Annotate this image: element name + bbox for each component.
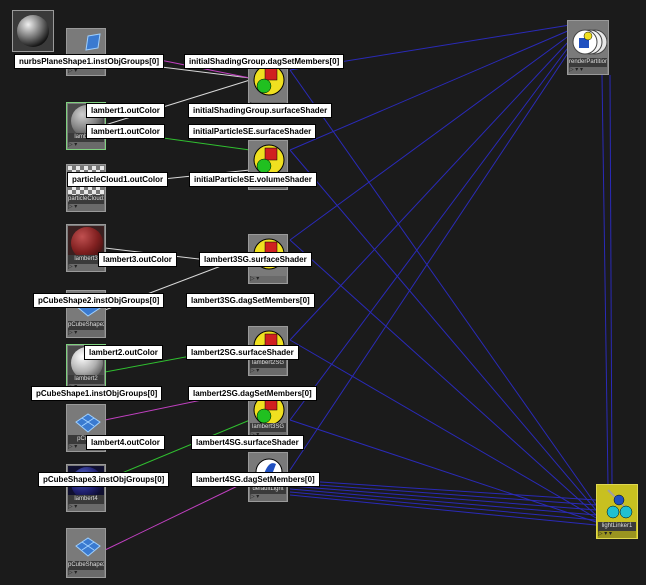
wire	[289, 482, 597, 506]
wire	[601, 74, 609, 486]
light-linker-icon	[606, 489, 633, 519]
connection-label: nurbsPlaneShape1.instObjGroups[0]	[14, 54, 165, 69]
node-label: lambert3	[68, 255, 104, 264]
connection-label: pCubeShape3.instObjGroups[0]	[38, 472, 170, 487]
wire	[289, 239, 597, 516]
node-label: lambert3SG	[250, 423, 286, 432]
node-label: particleCloud1	[68, 195, 104, 204]
node-ports[interactable]: ▷ ▾	[68, 204, 104, 211]
connection-label: initialParticleSE.volumeShader	[189, 172, 317, 187]
node-ports[interactable]: ▷ ▾	[68, 68, 104, 75]
node-ports[interactable]: ▷ ▾	[68, 142, 104, 149]
lambert3-node[interactable]: lambert3 ▷ ▾	[66, 224, 106, 272]
plane-icon	[75, 537, 101, 557]
wire	[289, 419, 597, 523]
connection-label: lambert2.outColor	[84, 345, 163, 360]
node-ports[interactable]: ▷ ▾	[68, 264, 104, 271]
wire	[289, 479, 597, 501]
connection-label: initialShadingGroup.dagSetMembers[0]	[184, 54, 345, 69]
connection-label: lambert1.outColor	[86, 103, 165, 118]
connection-label: lambert4.outColor	[86, 435, 165, 450]
wire	[289, 29, 571, 151]
node-label: lambert2SG	[250, 359, 286, 368]
node-label: pCubeShape2	[68, 321, 104, 330]
wire	[289, 491, 597, 521]
node-label: lambert4	[68, 495, 104, 504]
connection-label: initialParticleSE.surfaceShader	[188, 124, 317, 139]
sphere-swatch-node[interactable]	[12, 10, 54, 52]
node-ports[interactable]: ▷ ▾	[68, 570, 104, 577]
node-ports[interactable]: ▷ ▾ ▾	[598, 531, 636, 538]
plane-icon	[85, 33, 101, 51]
connection-label: pCubeShape1.instObjGroups[0]	[31, 386, 163, 401]
node-ports[interactable]: ▷ ▾	[68, 330, 104, 337]
node-label: defaultLight	[250, 485, 286, 494]
node-ports[interactable]: ▷ ▾	[250, 368, 286, 375]
wire	[289, 149, 597, 511]
sphere-swatch-icon	[71, 227, 103, 259]
sphere-swatch-icon	[17, 15, 49, 47]
wire	[289, 488, 597, 516]
wire	[289, 339, 597, 519]
wire	[289, 44, 571, 421]
wire	[104, 479, 251, 551]
light-linker-node[interactable]: lightLinker1 ▷ ▾ ▾	[596, 484, 638, 539]
wire	[289, 485, 597, 511]
connection-label: lambert1.outColor	[86, 124, 165, 139]
render-partition-icon	[572, 29, 607, 55]
node-label: lightLinker1	[598, 522, 636, 531]
wire	[609, 74, 613, 486]
pcube-shape3-node[interactable]: pCubeShape3 ▷ ▾	[66, 528, 106, 578]
connection-label: lambert3.outColor	[98, 252, 177, 267]
connection-label: lambert4SG.dagSetMembers[0]	[191, 472, 320, 487]
node-ports[interactable]: ▷ ▾	[250, 494, 286, 501]
node-label: renderPartition	[569, 58, 607, 67]
wire	[289, 49, 571, 471]
connection-label: particleCloud1.outColor	[67, 172, 169, 187]
plane-icon	[75, 413, 101, 433]
shading-group-icon	[253, 394, 285, 426]
connection-label: lambert2SG.surfaceShader	[186, 345, 299, 360]
wire	[104, 419, 251, 481]
wire	[289, 494, 597, 526]
render-partition-node[interactable]: renderPartition ▷ ▾ ▾	[567, 20, 609, 75]
connection-label: lambert3SG.surfaceShader	[199, 252, 312, 267]
connection-label: lambert2SG.dagSetMembers[0]	[188, 386, 317, 401]
connection-label: initialShadingGroup.surfaceShader	[188, 103, 333, 118]
node-ports[interactable]: ▷ ▾	[68, 504, 104, 511]
connection-label: lambert3SG.dagSetMembers[0]	[186, 293, 315, 308]
node-ports[interactable]: ▷ ▾ ▾	[569, 67, 607, 74]
wire	[289, 39, 571, 341]
node-label: lambert2	[68, 375, 104, 384]
wire	[289, 34, 571, 241]
wire	[289, 69, 597, 506]
shading-group-icon	[253, 144, 285, 176]
node-ports[interactable]: ▷ ▾	[250, 276, 286, 283]
connection-label: lambert4SG.surfaceShader	[191, 435, 304, 450]
node-label: pCubeShape3	[68, 561, 104, 570]
wire	[159, 59, 251, 79]
connection-label: pCubeShape2.instObjGroups[0]	[33, 293, 165, 308]
